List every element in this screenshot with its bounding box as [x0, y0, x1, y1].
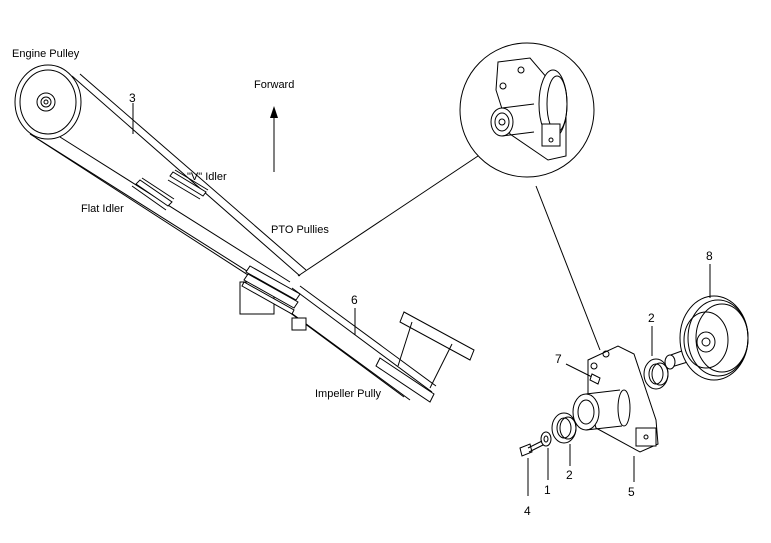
pulley-with-shaft [664, 295, 749, 381]
bolt [519, 440, 544, 457]
detail-magnifier [459, 42, 595, 178]
bearing-upper [643, 358, 669, 390]
callout-7-leader [565, 363, 595, 379]
callout-3: 3 [129, 91, 136, 105]
drive-belts [29, 73, 437, 401]
callout-1: 1 [544, 483, 551, 497]
pto-pullies [239, 265, 307, 331]
flat-idler [131, 177, 175, 211]
v-idler-label: "V" Idler [187, 171, 227, 183]
callout-7: 7 [555, 352, 562, 366]
set-screw [589, 373, 601, 385]
magnifier-leader-left [297, 155, 479, 277]
flat-idler-label: Flat Idler [81, 203, 124, 215]
callout-2-bottom: 2 [566, 468, 573, 482]
forward-arrow-icon [270, 106, 278, 172]
engine-pulley-label: Engine Pulley [12, 48, 80, 60]
impeller-pully-label: Impeller Pully [315, 388, 382, 400]
v-idler [167, 169, 209, 200]
magnifier-leader-right [535, 185, 601, 351]
callout-4: 4 [524, 504, 531, 518]
bearing-lower [551, 412, 577, 444]
mounting-bracket [572, 345, 659, 453]
engine-pulley [14, 64, 82, 140]
callout-5: 5 [628, 485, 635, 499]
pto-pullies-label: PTO Pullies [271, 224, 329, 236]
forward-label: Forward [254, 79, 294, 91]
callout-6: 6 [351, 293, 358, 307]
washer [540, 431, 552, 447]
callout-8: 8 [706, 249, 713, 263]
callout-2-top: 2 [648, 311, 655, 325]
impeller-pulley [375, 311, 475, 403]
